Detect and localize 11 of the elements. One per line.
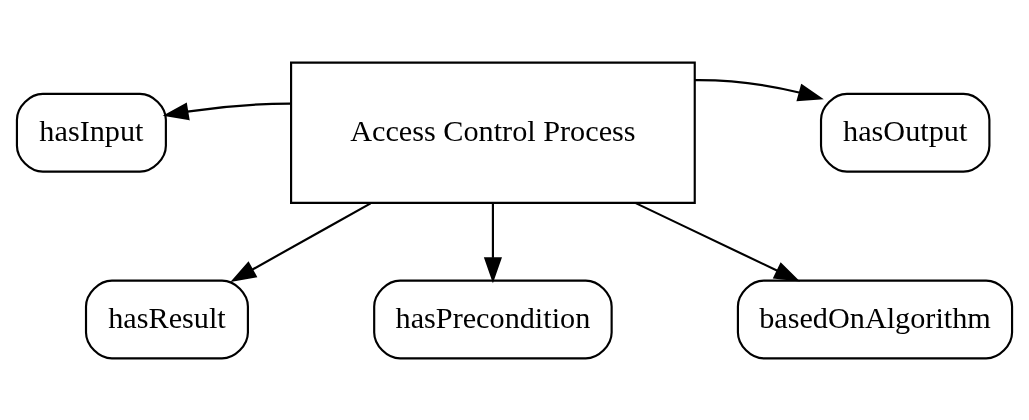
arrow (162, 102, 291, 120)
node-box: hasInput (15, 92, 167, 173)
node-box: hasResult (84, 279, 249, 359)
node-box: hasOutput (819, 92, 991, 173)
node-box: Access Control Process (290, 61, 696, 204)
arrow (230, 201, 372, 282)
arrow (695, 78, 824, 101)
arrow (635, 201, 801, 282)
node-box: hasPrecondition (373, 279, 613, 359)
node-box: basedOnAlgorithm (736, 279, 1014, 359)
arrow (483, 203, 502, 283)
